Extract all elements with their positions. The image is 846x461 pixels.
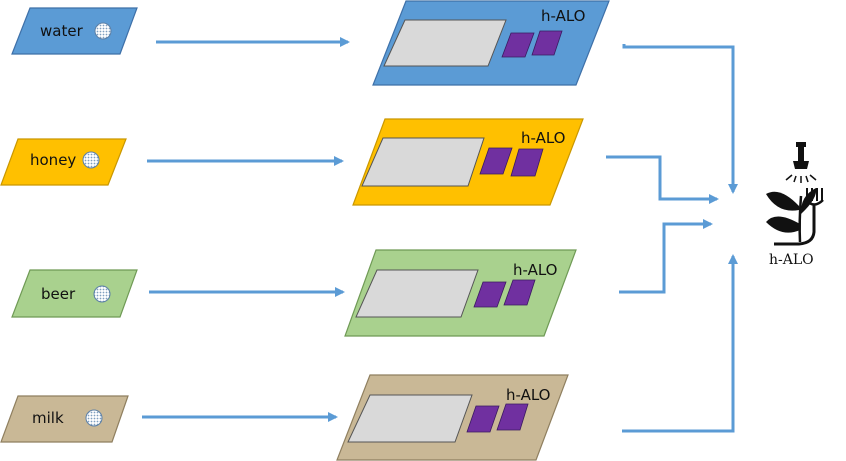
sample-milk-shape	[0, 395, 129, 443]
connector-honey-to-logo	[606, 155, 719, 204]
logo-label: h-ALO	[769, 252, 814, 268]
flashlight-plant-fork-icon	[766, 142, 824, 246]
device-screen	[347, 394, 473, 443]
device-screen	[355, 269, 479, 318]
device-pad-icon	[466, 405, 500, 433]
connector-water-to-logo	[622, 44, 738, 194]
connector-milk-to-logo	[622, 254, 738, 433]
sample-water-shape	[11, 7, 138, 55]
device-label: h-ALO	[513, 261, 557, 279]
sample-milk-label: milk	[32, 409, 64, 427]
sample-honey-shape	[0, 138, 127, 186]
sample-beer: beer	[11, 269, 138, 318]
device-honey: h-ALO	[352, 118, 584, 206]
device-water: h-ALO	[372, 0, 610, 86]
device-beer: h-ALO	[344, 249, 577, 337]
device-pad-icon	[503, 279, 536, 306]
device-label: h-ALO	[506, 386, 550, 404]
sample-honey-label: honey	[30, 151, 76, 169]
sample-dot-icon	[82, 151, 100, 169]
device-screen	[361, 137, 485, 187]
device-label: h-ALO	[541, 7, 585, 25]
sample-beer-label: beer	[41, 285, 76, 303]
device-pad-icon	[501, 32, 535, 58]
device-pad-icon	[479, 147, 513, 175]
sample-dot-icon	[93, 285, 111, 303]
sample-water: water	[11, 7, 138, 55]
device-pad-icon	[496, 403, 529, 431]
device-screen	[383, 19, 507, 67]
sample-water-label: water	[40, 22, 84, 40]
device-label: h-ALO	[521, 129, 565, 147]
sample-dot-icon	[94, 22, 112, 40]
device-pad-icon	[531, 30, 563, 56]
sample-honey: honey	[0, 138, 127, 186]
connector-beer-to-logo	[619, 219, 713, 294]
sample-milk: milk	[0, 395, 129, 443]
device-pad-icon	[473, 281, 507, 308]
sample-beer-shape	[11, 269, 138, 318]
device-pad-icon	[510, 148, 544, 177]
sample-dot-icon	[85, 409, 103, 427]
device-milk: h-ALO	[336, 374, 569, 461]
